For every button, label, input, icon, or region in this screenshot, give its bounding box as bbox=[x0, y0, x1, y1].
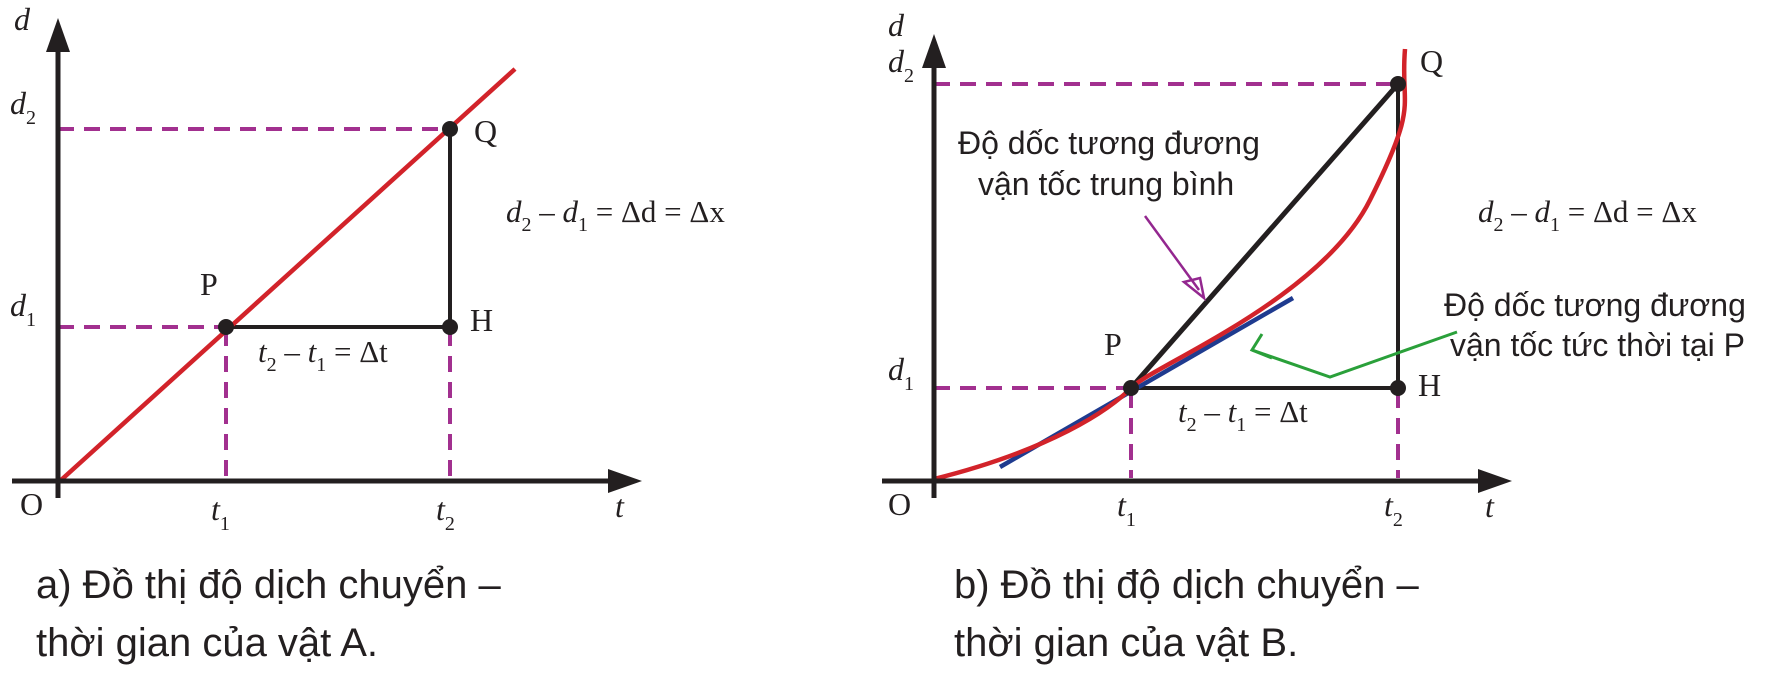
graph-b-point-p bbox=[1123, 380, 1139, 396]
graph-a-d1-label: d1 bbox=[10, 287, 36, 331]
graph-a: d t O d2 d1 t1 t2 P Q H d2 – d1 = Δd = Δ… bbox=[10, 1, 725, 535]
graph-a-point-q bbox=[442, 121, 458, 137]
graph-a-dashed-guides bbox=[58, 127, 452, 478]
graph-b-point-h bbox=[1390, 380, 1406, 396]
graph-b-y-axis-label: d bbox=[888, 7, 905, 43]
graph-b-average-pointer-head bbox=[1181, 276, 1206, 302]
graph-a-t2-label: t2 bbox=[436, 491, 455, 535]
caption-a-line2: thời gian của vật A. bbox=[36, 621, 378, 665]
graph-a-delta-t-formula: t2 – t1 = Δt bbox=[258, 334, 388, 376]
graph-a-origin-label: O bbox=[20, 486, 43, 522]
graph-b-y-axis-arrow bbox=[922, 34, 946, 68]
graph-b-average-slope-note-line2: vận tốc trung bình bbox=[978, 166, 1234, 202]
graph-a-delta-d-formula: d2 – d1 = Δd = Δx bbox=[506, 194, 725, 236]
graph-b-instant-pointer-line bbox=[1251, 330, 1458, 379]
graph-a-d2-label: d2 bbox=[10, 85, 36, 129]
graph-b-x-axis-label: t bbox=[1485, 488, 1495, 524]
graph-b-d1-label: d1 bbox=[888, 351, 914, 395]
graph-b-x-axis-arrow bbox=[1478, 469, 1512, 493]
graph-a-label-h: H bbox=[470, 302, 493, 338]
graph-b-origin-label: O bbox=[888, 486, 911, 522]
graph-b-instant-pointer-head bbox=[1249, 333, 1273, 360]
graph-b-average-slope-note-line1: Độ dốc tương đương bbox=[958, 125, 1260, 161]
graph-b-dashed-guides bbox=[934, 82, 1400, 478]
graph-a-point-h bbox=[442, 319, 458, 335]
graph-b-d2-label: d2 bbox=[888, 43, 914, 87]
caption-b-line2: thời gian của vật B. bbox=[954, 621, 1299, 665]
graph-b-average-pointer-line bbox=[1143, 215, 1201, 291]
graph-a-label-p: P bbox=[200, 266, 218, 302]
graph-b-instant-slope-note-line1: Độ dốc tương đương bbox=[1444, 287, 1746, 323]
graph-b-secant-pq bbox=[1129, 82, 1400, 390]
graph-a-t1-label: t1 bbox=[211, 491, 230, 535]
graph-b-label-h: H bbox=[1418, 367, 1441, 403]
graph-a-y-axis-label: d bbox=[14, 1, 31, 37]
caption-b: b) Đồ thị độ dịch chuyển – thời gian của… bbox=[954, 556, 1419, 672]
graph-b-label-q: Q bbox=[1420, 43, 1443, 79]
graph-b-delta-t-formula: t2 – t1 = Δt bbox=[1178, 394, 1308, 436]
graph-b-instant-slope-note-line2: vận tốc tức thời tại P bbox=[1450, 327, 1745, 363]
graph-b: d t O d2 d1 t1 t2 P Q H d2 – d1 = Δd = Δ… bbox=[882, 7, 1746, 531]
graph-a-y-axis-arrow bbox=[46, 18, 70, 52]
graph-b-point-q bbox=[1390, 76, 1406, 92]
graph-b-delta-d-formula: d2 – d1 = Δd = Δx bbox=[1478, 194, 1697, 236]
graph-a-label-q: Q bbox=[474, 113, 497, 149]
graph-b-t1-label: t1 bbox=[1117, 487, 1136, 531]
graph-b-red-curve bbox=[933, 48, 1408, 482]
caption-a: a) Đồ thị độ dịch chuyển – thời gian của… bbox=[36, 556, 501, 672]
caption-b-line1: b) Đồ thị độ dịch chuyển – bbox=[954, 563, 1419, 607]
graph-a-red-line bbox=[58, 67, 517, 483]
graph-a-x-axis-label: t bbox=[615, 488, 625, 524]
graph-a-x-axis-arrow bbox=[608, 469, 642, 493]
graph-b-t2-label: t2 bbox=[1384, 487, 1403, 531]
graph-b-label-p: P bbox=[1104, 326, 1122, 362]
caption-a-line1: a) Đồ thị độ dịch chuyển – bbox=[36, 563, 501, 607]
graph-a-point-p bbox=[218, 319, 234, 335]
